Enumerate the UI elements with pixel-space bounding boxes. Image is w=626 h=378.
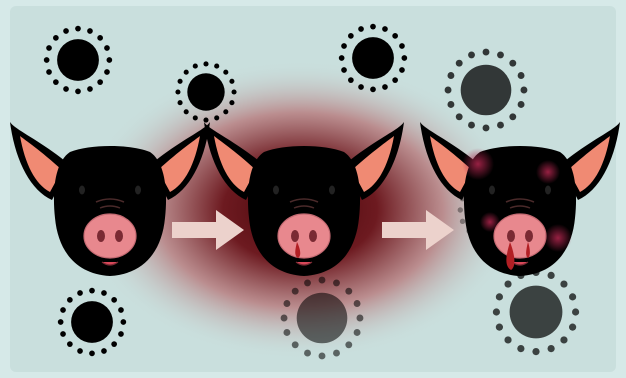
skin-lesion: [536, 160, 560, 184]
skin-lesion: [480, 212, 500, 232]
skin-lesion: [544, 224, 572, 252]
skin-lesion: [462, 148, 494, 180]
